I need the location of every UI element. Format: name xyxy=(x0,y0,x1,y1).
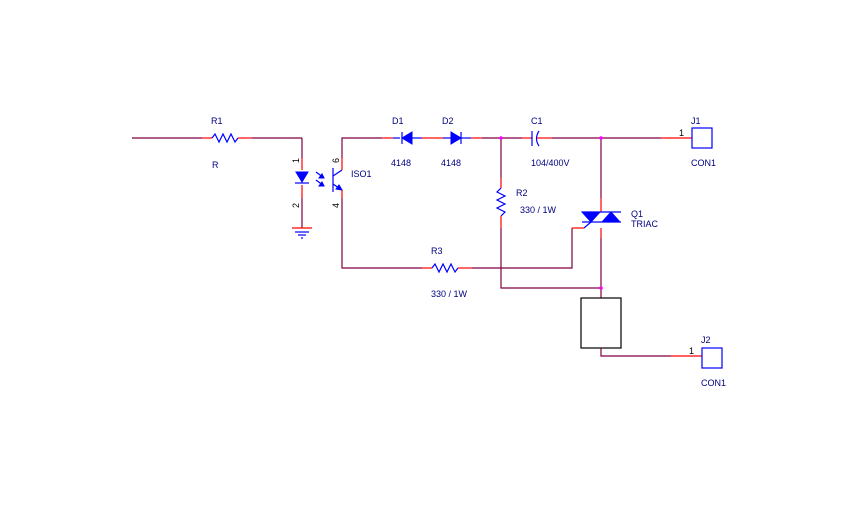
iso1-pin-6: 6 xyxy=(331,158,341,163)
iso1-pin-4: 4 xyxy=(331,203,341,208)
wire-r3-gate xyxy=(472,228,573,269)
wire-r2-node xyxy=(500,228,601,289)
junction-dot xyxy=(599,136,603,140)
j2-ref: J2 xyxy=(701,335,711,345)
d2-ref: D2 xyxy=(442,116,454,126)
d2-value: 4148 xyxy=(441,158,461,168)
r1-ref: R1 xyxy=(211,116,223,126)
diode-d1[interactable]: D1 4148 xyxy=(382,116,432,168)
resistor-r2[interactable]: R2 330 / 1W xyxy=(495,178,557,228)
r3-ref: R3 xyxy=(431,246,443,256)
iso1-pin-2: 2 xyxy=(291,203,301,208)
light-arrows-icon xyxy=(315,171,325,187)
junction-dot xyxy=(499,136,503,140)
triac-q1[interactable]: Q1 TRIAC xyxy=(572,198,659,238)
c1-ref: C1 xyxy=(531,116,543,126)
r3-value: 330 / 1W xyxy=(431,289,468,299)
iso1-pin-1: 1 xyxy=(291,158,301,163)
resistor-r3[interactable]: R3 330 / 1W xyxy=(422,246,472,299)
wire-iso1-r3 xyxy=(341,198,422,269)
j2-pin: 1 xyxy=(689,346,694,356)
j2-value: CON1 xyxy=(701,378,726,388)
r2-ref: R2 xyxy=(516,188,528,198)
q1-ref: Q1 xyxy=(631,209,643,219)
connector-j1[interactable]: 1 J1 CON1 xyxy=(661,116,716,168)
r1-value: R xyxy=(212,160,219,170)
junction-dot xyxy=(599,286,603,290)
iso1-ref: ISO1 xyxy=(351,169,372,179)
wire-load-j2 xyxy=(600,348,671,357)
c1-value: 104/400V xyxy=(531,158,570,168)
r2-value: 330 / 1W xyxy=(520,205,557,215)
d1-value: 4148 xyxy=(391,158,411,168)
j1-value: CON1 xyxy=(691,158,716,168)
resistor-r1[interactable]: R1 R xyxy=(202,116,252,170)
q1-value: TRIAC xyxy=(631,219,659,229)
ground-icon xyxy=(292,227,312,239)
capacitor-c1[interactable]: C1 104/400V xyxy=(522,116,570,168)
d1-ref: D1 xyxy=(392,116,404,126)
optocoupler-iso1[interactable]: 1 2 6 4 ISO1 xyxy=(291,138,372,228)
j1-pin: 1 xyxy=(679,128,684,138)
load-box[interactable] xyxy=(580,297,622,349)
diode-d2[interactable]: D2 4148 xyxy=(432,116,482,168)
j1-ref: J1 xyxy=(691,116,701,126)
connector-j2[interactable]: 1 J2 CON1 xyxy=(671,335,726,388)
wire-iso1-d1 xyxy=(341,137,382,158)
